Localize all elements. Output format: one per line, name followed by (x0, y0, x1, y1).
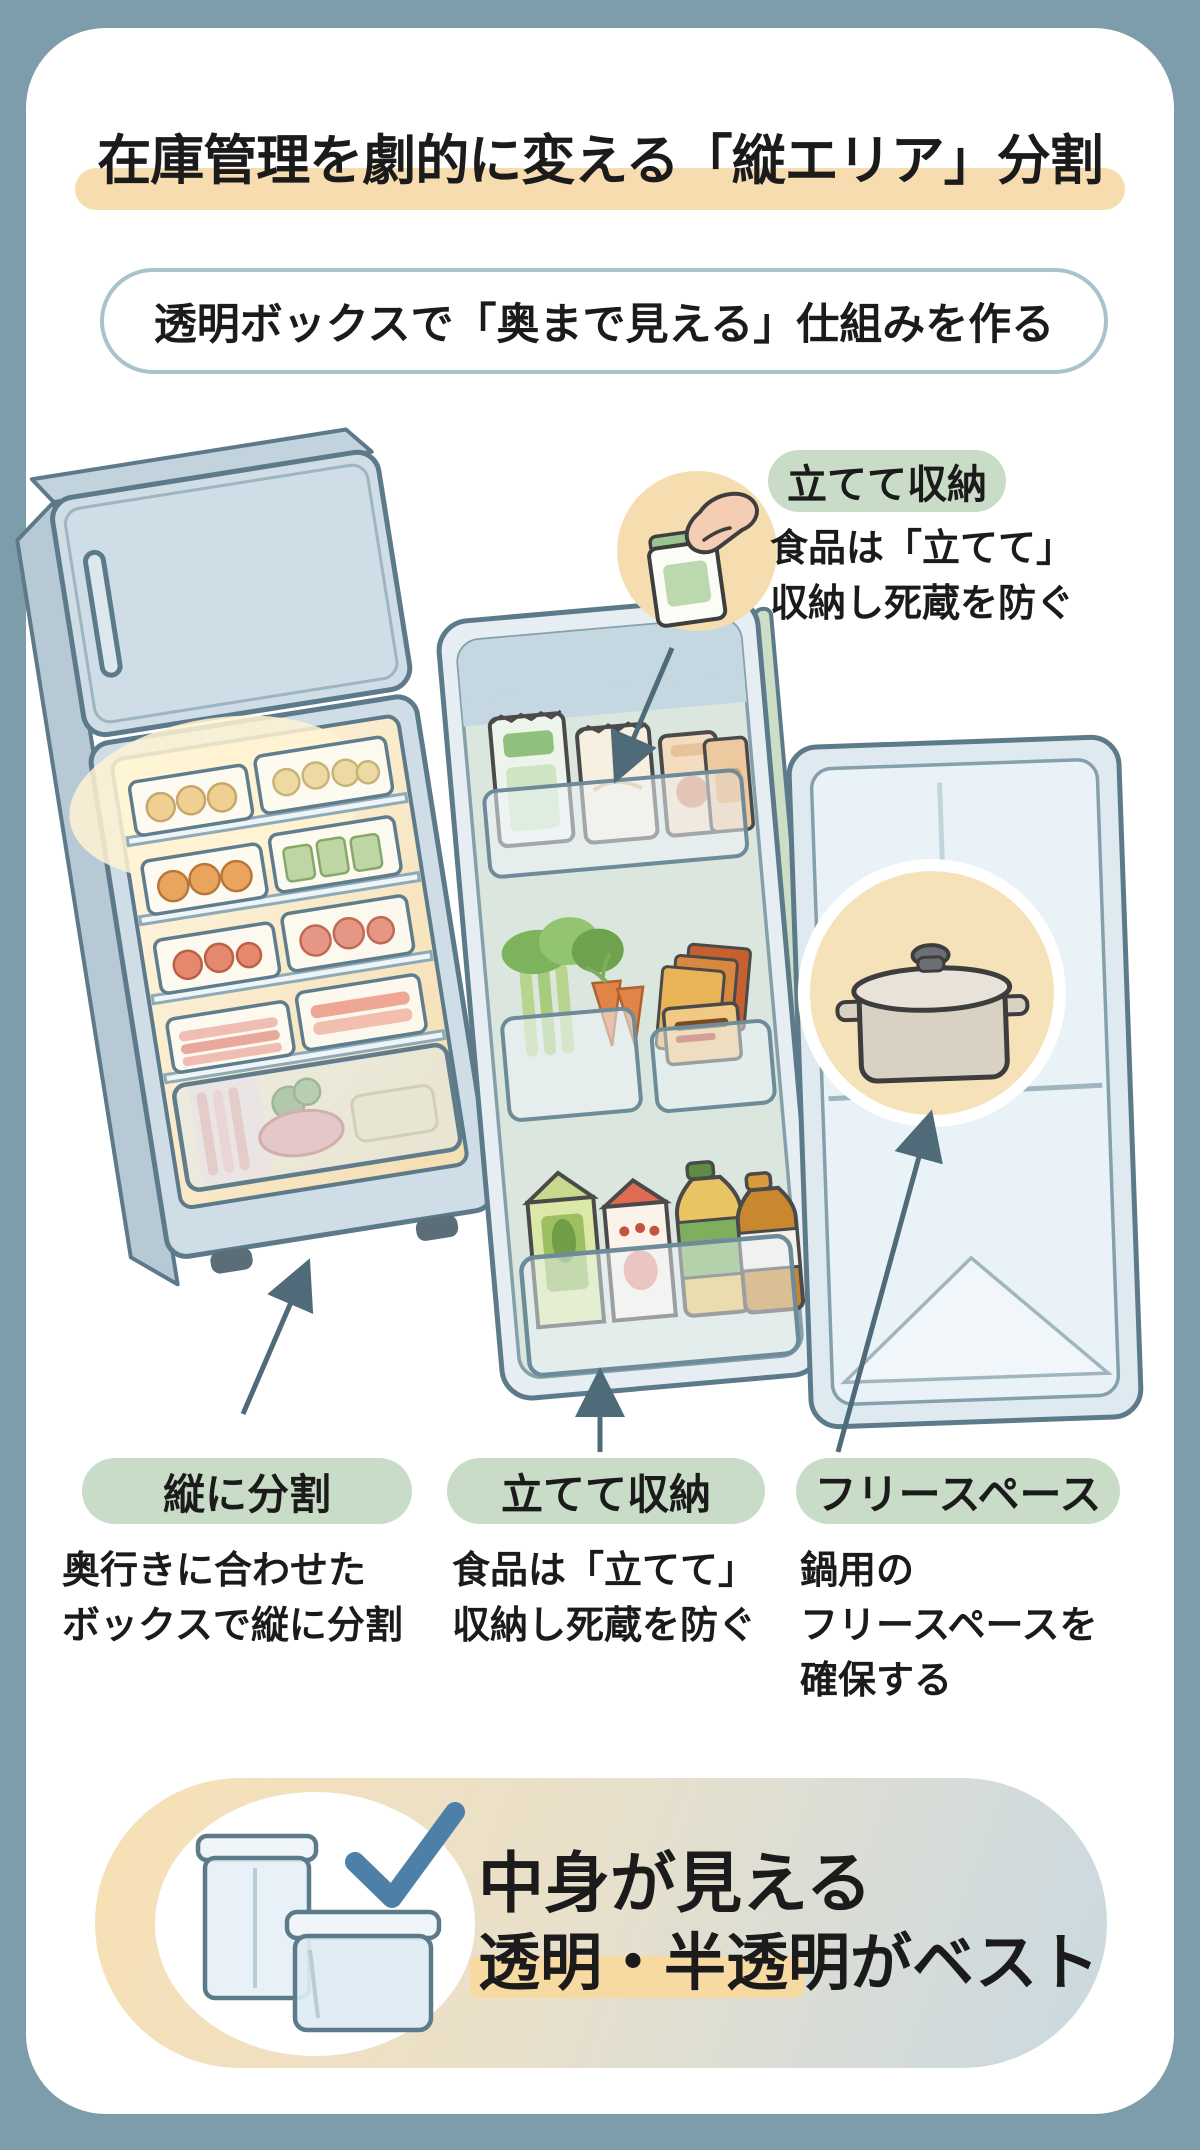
label-description-1: 奥行きに合わせた ボックスで縦に分割 (62, 1550, 403, 1647)
label-badge-tate-ni-bunkatsu: 縦に分割 (82, 1458, 412, 1524)
subtitle-pill: 透明ボックスで「奥まで見える」仕組みを作る (100, 268, 1108, 374)
bottom-note-line1: 中身が見える (478, 1846, 873, 1920)
callout-description: 食品は「立てて」 収納し死蔵を防ぐ (770, 528, 1075, 625)
title-highlight-bar (75, 168, 1125, 210)
page-title: 在庫管理を劇的に変える「縦エリア」分割 (97, 131, 1103, 191)
callout-badge-tatete-shunou: 立てて収納 (768, 450, 1006, 512)
label-description-2: 食品は「立てて」 収納し死蔵を防ぐ (452, 1550, 757, 1647)
bottom-note-icon-circle (155, 1792, 475, 2056)
label-badge-free-space: フリースペース (796, 1458, 1120, 1524)
label-badge-tatete-shunou: 立てて収納 (447, 1458, 765, 1524)
bottom-note-line2: 透明・半透明がベスト (478, 1929, 1100, 1998)
subtitle-text: 透明ボックスで「奥まで見える」仕組みを作る (153, 301, 1055, 349)
label-description-3: 鍋用の フリースペースを 確保する (800, 1550, 1098, 1702)
bottom-note-highlight-bar (470, 1956, 804, 1998)
